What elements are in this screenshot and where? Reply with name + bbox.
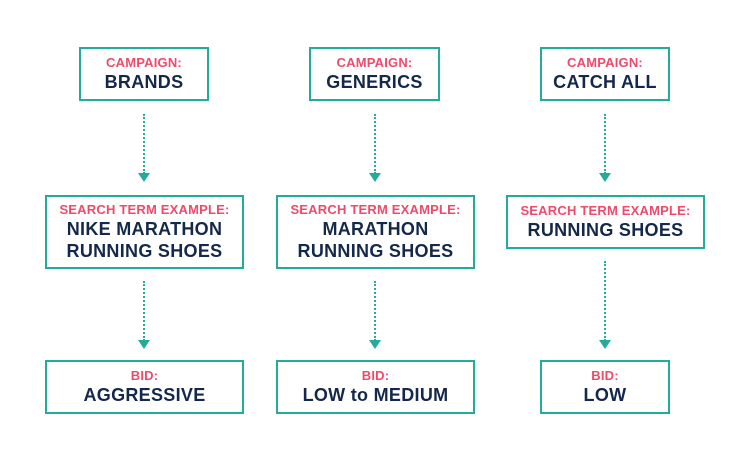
campaign-label: CAMPAIGN: — [567, 55, 643, 70]
search-term-label: SEARCH TERM EXAMPLE: — [520, 203, 691, 218]
bid-value: AGGRESSIVE — [83, 385, 206, 405]
connector-line — [604, 114, 606, 174]
search-term-line-2: RUNNING SHOES — [297, 241, 454, 261]
search-term-line-1: MARATHON — [322, 219, 429, 239]
search-term-box-generics: SEARCH TERM EXAMPLE: MARATHON RUNNING SH… — [276, 195, 475, 269]
connector-line — [604, 261, 606, 341]
arrow-down-icon — [369, 340, 381, 349]
connector-line — [143, 114, 145, 174]
campaign-label: CAMPAIGN: — [106, 55, 182, 70]
search-term-label: SEARCH TERM EXAMPLE: — [59, 202, 230, 217]
bid-value: LOW to MEDIUM — [302, 385, 449, 405]
arrow-down-icon — [138, 173, 150, 182]
search-term-box-catch-all: SEARCH TERM EXAMPLE: RUNNING SHOES — [506, 195, 705, 249]
connector-line — [374, 114, 376, 174]
search-term-line-1: NIKE MARATHON — [66, 219, 223, 239]
campaign-box-generics: CAMPAIGN: GENERICS — [309, 47, 440, 101]
bid-label: BID: — [591, 368, 619, 383]
arrow-down-icon — [599, 340, 611, 349]
connector-arrow — [599, 261, 611, 349]
bid-value: LOW — [583, 385, 627, 405]
campaign-value: GENERICS — [326, 72, 423, 92]
connector-arrow — [138, 114, 150, 182]
campaign-value: BRANDS — [104, 72, 184, 92]
bid-label: BID: — [361, 368, 390, 383]
connector-arrow — [369, 281, 381, 349]
arrow-down-icon — [599, 173, 611, 182]
campaign-label: CAMPAIGN: — [336, 55, 413, 70]
arrow-down-icon — [138, 340, 150, 349]
bid-box-generics: BID: LOW to MEDIUM — [276, 360, 475, 414]
connector-arrow — [138, 281, 150, 349]
search-term-line-2: RUNNING SHOES — [66, 241, 223, 261]
bid-box-catch-all: BID: LOW — [540, 360, 670, 414]
bid-box-brands: BID: AGGRESSIVE — [45, 360, 244, 414]
connector-arrow — [369, 114, 381, 182]
campaign-box-brands: CAMPAIGN: BRANDS — [79, 47, 209, 101]
connector-line — [143, 281, 145, 341]
connector-arrow — [599, 114, 611, 182]
search-term-box-brands: SEARCH TERM EXAMPLE: NIKE MARATHON RUNNI… — [45, 195, 244, 269]
campaign-value: CATCH ALL — [553, 72, 657, 92]
search-term-label: SEARCH TERM EXAMPLE: — [290, 202, 461, 217]
search-term-line-1: RUNNING SHOES — [527, 220, 684, 240]
arrow-down-icon — [369, 173, 381, 182]
bid-label: BID: — [130, 368, 159, 383]
campaign-box-catch-all: CAMPAIGN: CATCH ALL — [540, 47, 670, 101]
connector-line — [374, 281, 376, 341]
